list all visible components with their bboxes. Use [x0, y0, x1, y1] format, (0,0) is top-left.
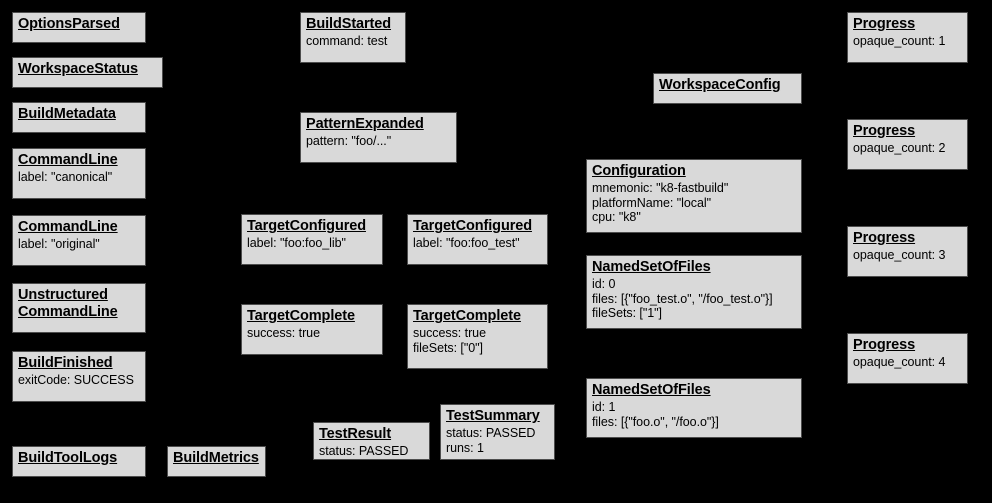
- node-fields: pattern: "foo/...": [306, 134, 392, 148]
- node-fields: label: "foo:foo_lib": [247, 236, 346, 250]
- node-title: NamedSetOfFiles: [592, 382, 711, 398]
- node-title: NamedSetOfFiles: [592, 259, 711, 275]
- node-title: TargetConfigured: [247, 218, 366, 234]
- node-title: Progress: [853, 123, 916, 139]
- node-title: BuildStarted: [306, 16, 392, 32]
- node-named-set-of-files-1[interactable]: NamedSetOfFiles id: 1 files: [{"foo.o", "…: [586, 378, 802, 438]
- node-command-line-original[interactable]: CommandLine label: "original": [12, 215, 146, 266]
- node-fields: opaque_count: 2: [853, 141, 946, 155]
- node-test-summary[interactable]: TestSummary status: PASSED runs: 1: [440, 404, 555, 460]
- node-build-metadata[interactable]: BuildMetadata: [12, 102, 146, 133]
- node-fields: id: 1 files: [{"foo.o", "/foo.o"}]: [592, 400, 719, 429]
- node-test-result[interactable]: TestResult status: PASSED: [313, 422, 430, 460]
- node-build-started[interactable]: BuildStarted command: test: [300, 12, 406, 63]
- node-title: WorkspaceStatus: [18, 61, 138, 77]
- node-title: TargetComplete: [413, 308, 521, 324]
- node-title: PatternExpanded: [306, 116, 424, 132]
- node-title: TargetConfigured: [413, 218, 532, 234]
- node-title: BuildFinished: [18, 355, 113, 371]
- node-title: Unstructured CommandLine: [18, 287, 118, 320]
- node-title: Configuration: [592, 163, 686, 179]
- node-fields: exitCode: SUCCESS: [18, 373, 134, 387]
- node-target-complete-foo-test[interactable]: TargetComplete success: true fileSets: ["…: [407, 304, 548, 369]
- node-pattern-expanded[interactable]: PatternExpanded pattern: "foo/...": [300, 112, 457, 163]
- node-title: TargetComplete: [247, 308, 355, 324]
- node-build-tool-logs[interactable]: BuildToolLogs: [12, 446, 146, 477]
- node-title: CommandLine: [18, 152, 118, 168]
- node-configuration[interactable]: Configuration mnemonic: "k8-fastbuild" pl…: [586, 159, 802, 233]
- node-fields: mnemonic: "k8-fastbuild" platformName: "…: [592, 181, 729, 224]
- node-fields: success: true: [247, 326, 320, 340]
- node-fields: label: "original": [18, 237, 100, 251]
- node-title: BuildMetadata: [18, 106, 116, 122]
- node-target-configured-foo-test[interactable]: TargetConfigured label: "foo:foo_test": [407, 214, 548, 265]
- node-fields: id: 0 files: [{"foo_test.o", "/foo_test.…: [592, 277, 773, 320]
- node-fields: opaque_count: 3: [853, 248, 946, 262]
- node-unstructured-command-line[interactable]: Unstructured CommandLine: [12, 283, 146, 333]
- node-progress-3[interactable]: Progress opaque_count: 3: [847, 226, 968, 277]
- node-title: BuildToolLogs: [18, 450, 118, 466]
- node-title: Progress: [853, 230, 916, 246]
- node-workspace-status[interactable]: WorkspaceStatus: [12, 57, 163, 88]
- node-build-finished[interactable]: BuildFinished exitCode: SUCCESS: [12, 351, 146, 402]
- node-named-set-of-files-0[interactable]: NamedSetOfFiles id: 0 files: [{"foo_test.…: [586, 255, 802, 329]
- node-fields: opaque_count: 4: [853, 355, 946, 369]
- node-target-configured-foo-lib[interactable]: TargetConfigured label: "foo:foo_lib": [241, 214, 383, 265]
- node-title: TestSummary: [446, 408, 540, 424]
- node-progress-1[interactable]: Progress opaque_count: 1: [847, 12, 968, 63]
- node-target-complete-foo-lib[interactable]: TargetComplete success: true: [241, 304, 383, 355]
- node-build-metrics[interactable]: BuildMetrics: [167, 446, 266, 477]
- node-fields: status: PASSED: [319, 444, 409, 458]
- node-workspace-config[interactable]: WorkspaceConfig: [653, 73, 802, 104]
- node-fields: command: test: [306, 34, 388, 48]
- node-title: Progress: [853, 337, 916, 353]
- node-title: OptionsParsed: [18, 16, 120, 32]
- node-title: TestResult: [319, 426, 392, 442]
- node-fields: label: "canonical": [18, 170, 113, 184]
- node-title: WorkspaceConfig: [659, 77, 781, 93]
- node-progress-4[interactable]: Progress opaque_count: 4: [847, 333, 968, 384]
- node-fields: status: PASSED runs: 1: [446, 426, 536, 455]
- node-progress-2[interactable]: Progress opaque_count: 2: [847, 119, 968, 170]
- node-options-parsed[interactable]: OptionsParsed: [12, 12, 146, 43]
- node-title: CommandLine: [18, 219, 118, 235]
- node-fields: opaque_count: 1: [853, 34, 946, 48]
- node-fields: label: "foo:foo_test": [413, 236, 520, 250]
- node-fields: success: true fileSets: ["0"]: [413, 326, 486, 355]
- node-command-line-canonical[interactable]: CommandLine label: "canonical": [12, 148, 146, 199]
- node-title: Progress: [853, 16, 916, 32]
- node-title: BuildMetrics: [173, 450, 259, 466]
